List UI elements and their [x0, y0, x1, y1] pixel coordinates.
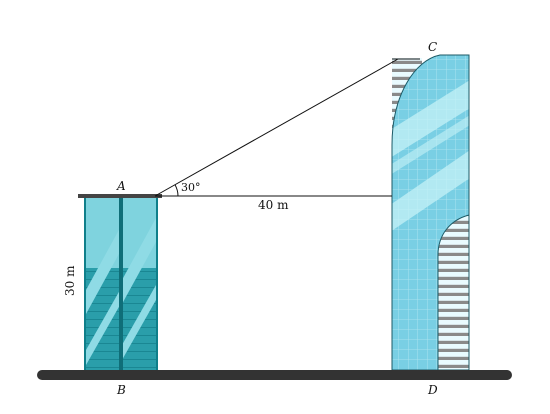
angle-label: 30° [181, 181, 201, 194]
tower-outline [391, 54, 470, 371]
label-d: D [427, 383, 438, 397]
building-ab-mullion [119, 197, 123, 370]
ground [37, 370, 512, 380]
line-of-sight [154, 58, 399, 197]
building-ab-roof [78, 194, 162, 198]
label-b: B [116, 383, 126, 397]
label-a: A [116, 179, 126, 193]
building-ab-right-panel [122, 198, 156, 370]
height-label: 30 m [63, 265, 77, 296]
label-c: C [428, 40, 437, 54]
tower-window-bay [437, 214, 470, 371]
building-ab [78, 194, 162, 370]
tower-cd [391, 54, 470, 371]
distance-label: 40 m [258, 198, 289, 212]
building-ab-left-panel [86, 198, 120, 370]
angle-arc [174, 184, 179, 197]
